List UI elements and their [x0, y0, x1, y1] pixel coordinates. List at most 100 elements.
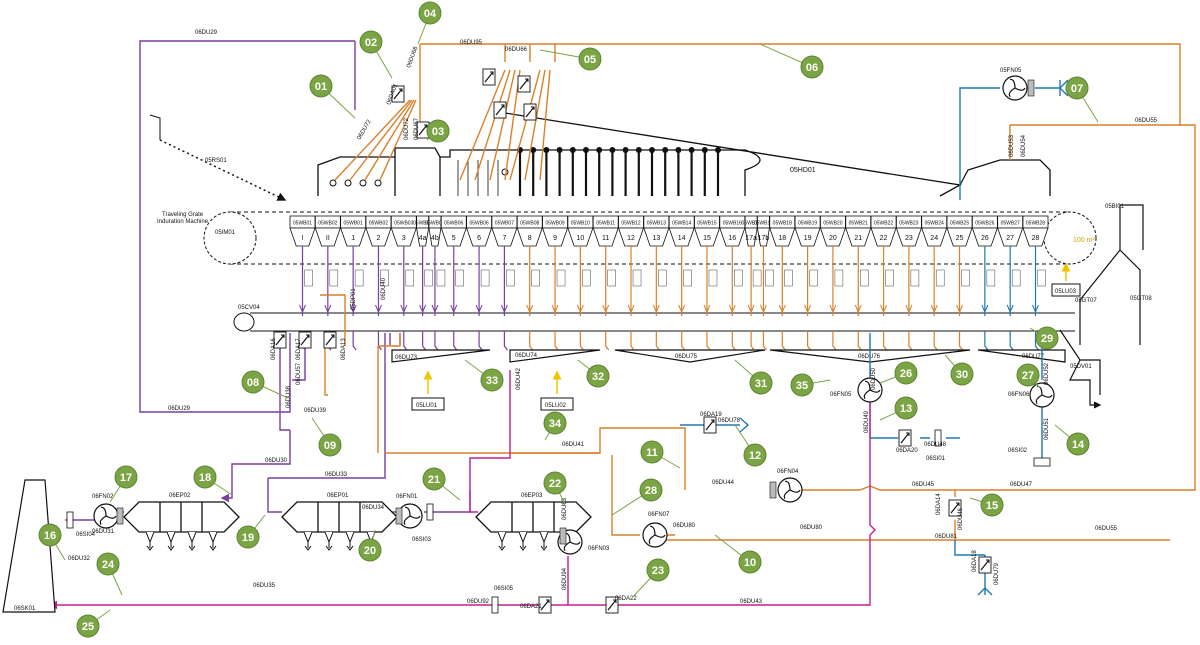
damper-06da14: [948, 499, 962, 517]
windbox-row: 05WB01I05WB02II05WB01105WB02205WB03305WB…: [289, 215, 1049, 247]
windbox-number: II: [326, 235, 330, 242]
lu03-label: 05LU03: [1055, 289, 1077, 295]
windbox-10: 05WB10 10: [567, 215, 594, 247]
du46-label: 06DU46: [958, 507, 964, 530]
windbox-tag: 05WB02: [369, 221, 388, 227]
windbox-9: 05WB09 9: [541, 215, 569, 247]
callout-number: 01: [315, 81, 327, 93]
callout-14: 14: [1054, 424, 1090, 456]
ep-01: 06EP01: [281, 493, 398, 551]
callout-number: 15: [986, 500, 998, 512]
windbox-number: 12: [627, 235, 635, 242]
da20-label: 06DA20: [896, 448, 918, 454]
silencer-06si05: [491, 596, 499, 614]
damper-06da16: [273, 331, 287, 349]
windbox-24: 05WB24 24: [921, 215, 948, 247]
callout-number: 12: [749, 450, 761, 462]
lu01-label: 05LU01: [416, 403, 438, 409]
du54-label: 06DU54: [1021, 134, 1027, 157]
damper-06da12: [523, 103, 537, 121]
du41-label: 06DU41: [562, 442, 585, 448]
windbox-tag: 05WB09: [545, 221, 564, 227]
windbox-tag: 05WB19: [798, 221, 817, 227]
silencers: [66, 429, 1051, 614]
windbox-number: I: [302, 235, 304, 242]
windbox-tag: 05WB14: [672, 221, 691, 227]
da16-label: 06DA16: [271, 338, 277, 360]
du80-right-label: 06DU80: [800, 525, 823, 531]
callout-number: 21: [428, 474, 440, 486]
callout-30: 30: [944, 354, 974, 386]
callout-07: 07: [1065, 76, 1099, 123]
windbox-number: 24: [930, 235, 938, 242]
cv-label: 05CV04: [238, 305, 260, 311]
windbox-tag: 05WB24: [925, 221, 944, 227]
fan-label: 06FN01: [396, 494, 418, 500]
windbox-number: 10: [576, 235, 584, 242]
fan-label: 05FN05: [1000, 68, 1022, 74]
du49-label: 06DU49: [864, 410, 870, 433]
du92-label: 06DU92: [467, 599, 490, 605]
callout-12: 12: [734, 424, 767, 467]
fan-06fn02: 06FN02: [92, 494, 124, 529]
windbox-tag: 05WB06: [469, 221, 488, 227]
windbox-number: 17a: [745, 235, 757, 242]
callout-number: 13: [900, 403, 912, 415]
windbox-number: 26: [981, 235, 989, 242]
callout-number: 11: [646, 447, 658, 459]
dp01-label: 05DP01: [351, 288, 357, 310]
windbox-number: 16: [728, 235, 736, 242]
damper-06da13: [323, 331, 337, 349]
damper-06da20: [898, 429, 912, 447]
callout-22: 22: [543, 471, 567, 506]
windbox-tag: 05WB20: [823, 221, 842, 227]
windbox-number: 8: [528, 235, 532, 242]
windbox-number: 7: [502, 235, 506, 242]
callout-20: 20: [358, 529, 382, 562]
callout-number: 34: [549, 418, 562, 430]
fan-label: 06FN03: [588, 546, 610, 552]
windbox-number: 11: [602, 235, 609, 242]
du47-label: 06DU47: [1010, 482, 1033, 488]
windbox-tag: 05WB01: [344, 221, 363, 227]
windbox-number: 21: [854, 235, 862, 242]
da22-label: 06DA22: [615, 596, 637, 602]
du74-label: 06DU74: [515, 353, 538, 359]
callout-number: 28: [645, 485, 657, 497]
du73-label: 06DU73: [395, 355, 418, 361]
windbox-1: 05WB01 1: [340, 215, 367, 247]
du77-label: 06DU77: [1022, 354, 1045, 360]
callout-number: 26: [900, 368, 912, 380]
callout-13: 13: [879, 396, 918, 421]
windbox-number: 9: [553, 235, 557, 242]
damper-06da18: [978, 556, 992, 574]
du42-label: 06DU42: [516, 367, 522, 390]
callout-number: 29: [1041, 333, 1053, 345]
windbox-tag: 05WB10: [571, 221, 590, 227]
conveyor: [233, 312, 1075, 332]
du79-label: 06DU79: [994, 562, 1000, 585]
du45-label: 06DU45: [912, 482, 935, 488]
fan-06fn03: 06FN03: [557, 527, 610, 555]
silencer-06si04: [66, 511, 74, 529]
orange-lines: [320, 43, 1196, 541]
windbox-tag: 05WB28: [1026, 221, 1045, 227]
fan-06fn05: 06FN05: [830, 377, 883, 403]
callout-number: 03: [432, 126, 444, 138]
fan-05fn05: 05FN05: [1000, 68, 1035, 101]
windbox-tag: 05WB27: [1001, 221, 1020, 227]
callout-number: 24: [102, 559, 115, 571]
windbox-number: 1: [351, 235, 355, 242]
